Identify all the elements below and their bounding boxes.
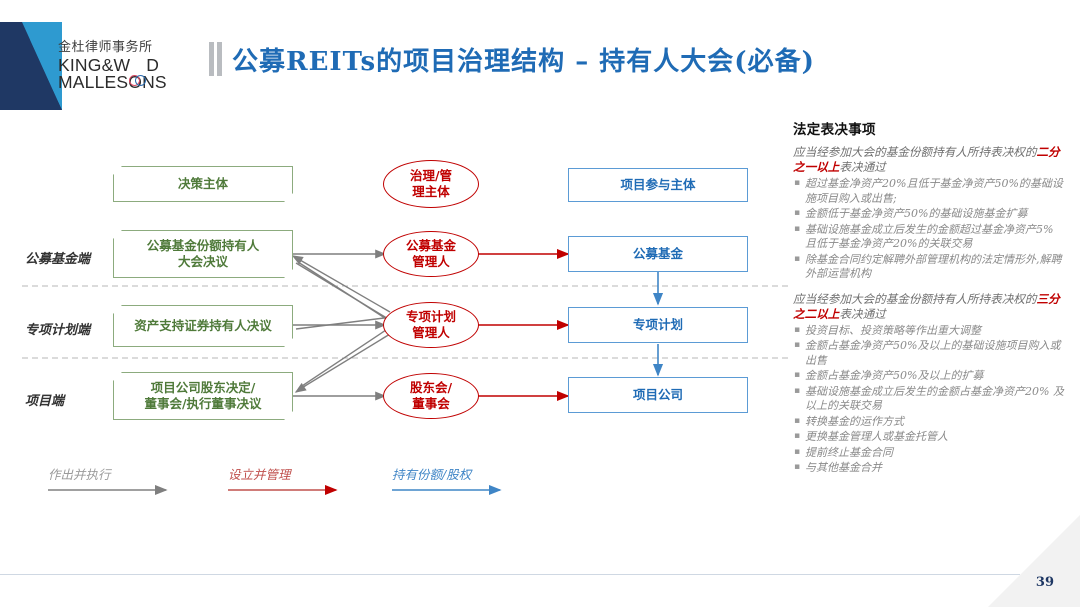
panel-lead-twothirds: 应当经参加大会的基金份额持有人所持表决权的三分之二以上表决通过 xyxy=(793,292,1065,322)
row-label-fund: 公募基金端 xyxy=(25,252,91,267)
row-label-abs: 专项计划端 xyxy=(25,323,91,338)
manager-ellipse-project-line2: 董事会 xyxy=(412,396,450,411)
brand-name-en-line2: MALLESONS xyxy=(58,72,167,92)
panel-lead-twothirds-pre: 应当经参加大会的基金份额持有人所持表决权的 xyxy=(793,291,1037,306)
list-item: 金额低于基金净资产50%的基础设施基金扩募 xyxy=(793,206,1065,222)
page-title: 公募REITs的项目治理结构 – 持有人大会(必备) xyxy=(232,47,815,77)
decision-box-project: 项目公司股东决定/ 董事会/执行董事决议 xyxy=(113,372,293,420)
column-header-decision: 决策主体 xyxy=(113,166,293,202)
manager-ellipse-project-line1: 股东会/ xyxy=(409,380,453,395)
manager-ellipse-abs: 专项计划 管理人 xyxy=(383,302,479,348)
list-item: 转换基金的运作方式 xyxy=(793,414,1065,430)
manager-ellipse-fund: 公募基金 管理人 xyxy=(383,231,479,277)
legend-label-execute: 作出并执行 xyxy=(48,467,111,482)
panel-lead-half-pre: 应当经参加大会的基金份额持有人所持表决权的 xyxy=(793,145,1037,159)
decision-box-project-line1: 项目公司股东决定/ xyxy=(150,380,256,395)
column-header-governance-line1: 治理/管 xyxy=(409,168,453,183)
decision-box-fund-line1: 公募基金份额持有人 xyxy=(146,238,260,253)
row-label-project: 项目端 xyxy=(25,394,65,409)
panel-heading: 法定表决事项 xyxy=(793,122,876,138)
diagram-connectors xyxy=(22,248,790,496)
panel-lead-half-emphasis: 二分之一以上 xyxy=(793,145,1060,174)
entity-box-fund-label: 公募基金 xyxy=(632,246,683,261)
column-header-participants-label: 项目参与主体 xyxy=(620,177,696,192)
list-item: 与其他基金合并 xyxy=(793,460,1065,476)
list-item: 基础设施基金成立后发生的金额占基金净资产20% 及以上的关联交易 xyxy=(793,384,1065,414)
manager-ellipse-project: 股东会/ 董事会 xyxy=(383,373,479,419)
entity-box-abs-label: 专项计划 xyxy=(632,317,683,332)
panel-lead-twothirds-post: 表决通过 xyxy=(839,306,886,321)
panel-list-half: 超过基金净资产20%且低于基金净资产50%的基础设施项目购入或出售; 金额低于基… xyxy=(793,176,1065,282)
kwm-logo-text: 金杜律师事务所 KING&W D MALLESONS xyxy=(58,40,188,91)
governance-diagram: 决策主体 治理/管 理主体 项目参与主体 公募基金端 专项计划端 项目端 公募基… xyxy=(0,112,790,552)
decision-box-project-line2: 董事会/执行董事决议 xyxy=(144,396,262,411)
list-item: 金额占基金净资产50%及以上的基础设施项目购入或出售 xyxy=(793,338,1065,368)
column-header-governance: 治理/管 理主体 xyxy=(383,160,479,208)
legend-label-hold: 持有份额/股权 xyxy=(392,467,472,482)
column-header-participants: 项目参与主体 xyxy=(568,168,748,202)
statutory-voting-panel: 法定表决事项 应当经参加大会的基金份额持有人所持表决权的二分之一以上表决通过 超… xyxy=(793,118,1065,486)
manager-ellipse-fund-line1: 公募基金 xyxy=(405,238,456,253)
brand-name-cn: 金杜律师事务所 xyxy=(58,40,153,55)
column-header-decision-label: 决策主体 xyxy=(177,176,228,191)
kwm-logo-mark xyxy=(0,22,62,110)
list-item: 超过基金净资产20%且低于基金净资产50%的基础设施项目购入或出售; xyxy=(793,176,1065,206)
list-item: 金额占基金净资产50%及以上的扩募 xyxy=(793,368,1065,384)
decision-box-fund-line2: 大会决议 xyxy=(177,254,228,269)
list-item: 基础设施基金成立后发生的金额超过基金净资产5% 且低于基金净资产20%的关联交易 xyxy=(793,222,1065,252)
list-item: 更换基金管理人或基金托管人 xyxy=(793,429,1065,445)
list-item: 提前终止基金合同 xyxy=(793,445,1065,461)
title-accent-bars-icon xyxy=(209,42,224,76)
entity-box-abs: 专项计划 xyxy=(568,307,748,343)
entity-box-project-label: 项目公司 xyxy=(632,387,683,402)
entity-box-fund: 公募基金 xyxy=(568,236,748,272)
list-item: 投资目标、投资策略等作出重大调整 xyxy=(793,323,1065,339)
manager-ellipse-abs-line1: 专项计划 xyxy=(405,309,456,324)
decision-box-fund: 公募基金份额持有人 大会决议 xyxy=(113,230,293,278)
manager-ellipse-fund-line2: 管理人 xyxy=(412,254,450,269)
brand-name-en-line1: KING&W D xyxy=(58,55,188,86)
panel-lead-twothirds-emphasis: 三分之二以上 xyxy=(793,291,1060,321)
page-number: 39 xyxy=(1035,575,1054,590)
entity-box-project: 项目公司 xyxy=(568,377,748,413)
decision-box-abs: 资产支持证券持有人决议 xyxy=(113,305,293,347)
manager-ellipse-abs-line2: 管理人 xyxy=(412,325,450,340)
legend-label-manage: 设立并管理 xyxy=(228,467,291,482)
panel-lead-half-post: 表决通过 xyxy=(839,160,886,174)
panel-lead-half: 应当经参加大会的基金份额持有人所持表决权的二分之一以上表决通过 xyxy=(793,145,1065,175)
list-item: 除基金合同约定解聘外部管理机构的法定情形外,解聘外部运营机构 xyxy=(793,252,1065,282)
panel-list-twothirds: 投资目标、投资策略等作出重大调整 金额占基金净资产50%及以上的基础设施项目购入… xyxy=(793,323,1065,476)
slide-header: 金杜律师事务所 KING&W D MALLESONS 公募REITs的项目治理结构… xyxy=(0,0,1080,112)
footer-divider xyxy=(0,574,1020,575)
brand-en-left: KING&W xyxy=(58,55,131,75)
decision-box-abs-line1: 资产支持证券持有人决议 xyxy=(134,318,272,333)
brand-en-right: D xyxy=(146,55,160,75)
column-header-governance-line2: 理主体 xyxy=(412,184,450,199)
footer-corner-decoration xyxy=(950,515,1080,607)
